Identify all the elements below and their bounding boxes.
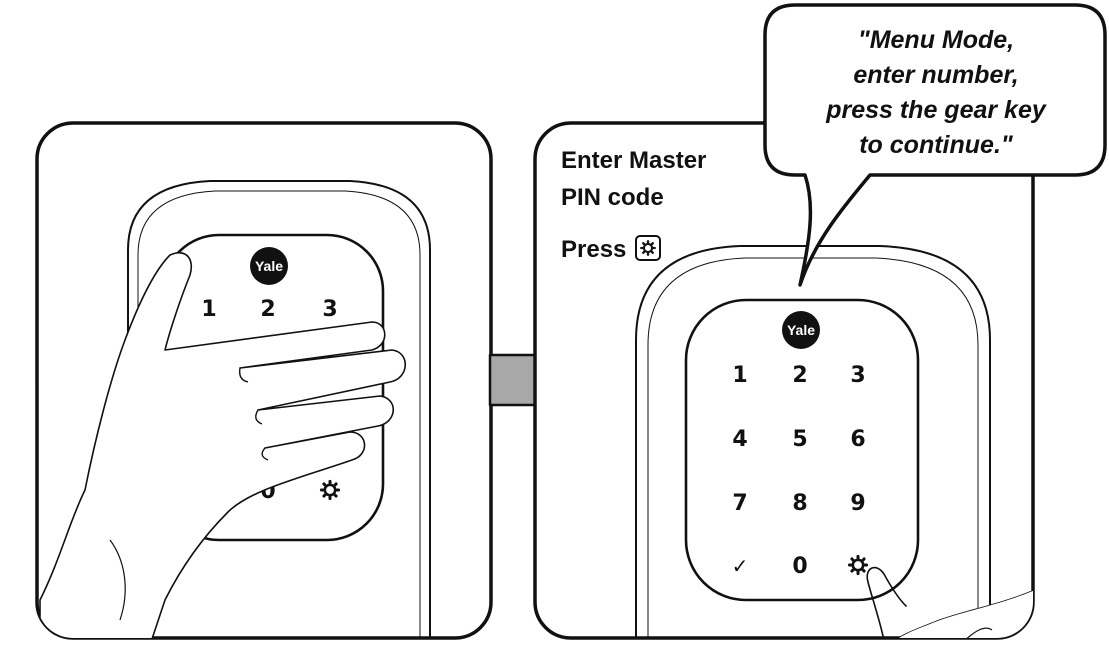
- right-key-8: 8: [792, 491, 807, 516]
- right-key-6: 6: [850, 427, 865, 452]
- right-key-2: 2: [792, 363, 807, 388]
- left-lock-escutcheon: [127, 180, 431, 638]
- yale-logo-right: Yale: [782, 311, 820, 349]
- bubble-line-3: press the gear key: [825, 96, 1047, 124]
- instruction-line-1: Enter Master: [561, 147, 706, 174]
- gear-key-icon: [635, 235, 661, 261]
- right-key-1: 1: [732, 363, 747, 388]
- left-key-1: 1: [201, 297, 216, 322]
- right-key-7: 7: [732, 491, 747, 516]
- right-panel: Yale 1 2 3 4 5 6 7 8 9 ✓ 0 Enter Master …: [533, 121, 1035, 640]
- left-key-2: 2: [260, 297, 275, 322]
- press-label: Press: [561, 236, 626, 263]
- bubble-line-1: "Menu Mode,: [858, 26, 1014, 54]
- hand-illustration: [39, 251, 406, 638]
- right-key-4: 4: [732, 427, 747, 452]
- right-key-5: 5: [792, 427, 807, 452]
- checkmark-icon: ✓: [732, 554, 749, 578]
- svg-text:Yale: Yale: [787, 322, 815, 338]
- right-key-9: 9: [850, 491, 865, 516]
- speech-bubble: "Menu Mode, enter number, press the gear…: [763, 3, 1107, 287]
- right-key-0: 0: [792, 554, 807, 579]
- right-keypad-pad: [684, 298, 920, 602]
- svg-text:Yale: Yale: [255, 258, 283, 274]
- right-key-3: 3: [850, 363, 865, 388]
- bubble-line-2: enter number,: [853, 61, 1018, 89]
- instruction-line-2: PIN code: [561, 184, 664, 211]
- left-key-3: 3: [322, 297, 337, 322]
- left-panel: Yale 1 2 3 0: [35, 121, 493, 640]
- yale-logo-left: Yale: [250, 247, 288, 285]
- bubble-line-4: to continue.": [859, 131, 1014, 159]
